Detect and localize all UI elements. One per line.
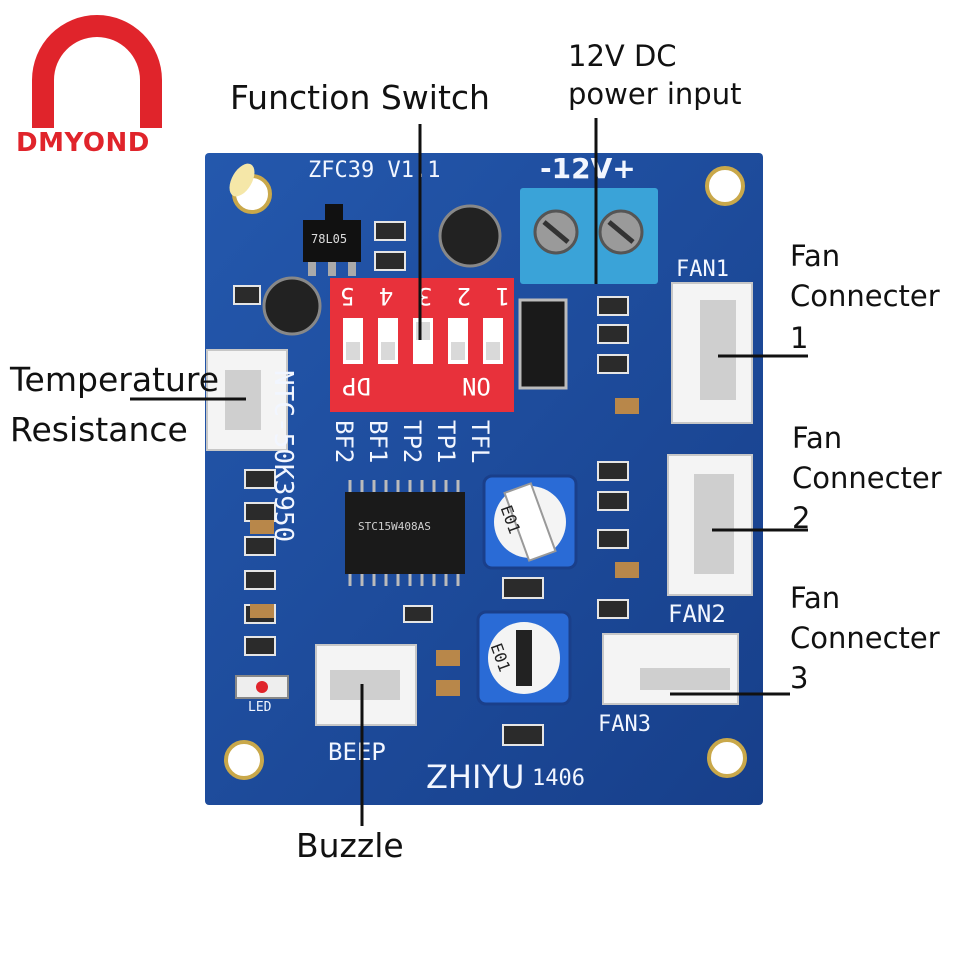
- fan3-annotation-line3: 3: [790, 661, 809, 695]
- buzzle-annotation: Buzzle: [296, 826, 404, 865]
- ntc-label: NTC-50K3950: [268, 370, 298, 543]
- led-silk-label: LED: [248, 700, 272, 715]
- fan1-annotation-line2: Connecter: [790, 279, 940, 313]
- regulator-label: 78L05: [311, 232, 348, 246]
- dip-switch: [330, 278, 514, 412]
- voltage-regulator: [303, 204, 361, 276]
- dip-dp-label: DP: [342, 372, 371, 400]
- brand-name: DMYOND: [16, 128, 150, 158]
- dip-function-label: TP1: [432, 420, 460, 464]
- fan1-annotation-line1: Fan: [790, 239, 841, 273]
- brand-logo-icon: [32, 15, 162, 128]
- fan2-annotation-line2: Connecter: [792, 461, 942, 495]
- temperature-annotation-line1: Temperature: [10, 360, 220, 399]
- dip-function-labels: TFL TP1 TP2 BF1 BF2: [328, 420, 496, 463]
- dip-function-label: TFL: [466, 420, 494, 464]
- microcontroller: [345, 480, 465, 586]
- temperature-annotation-line2: Resistance: [10, 410, 188, 449]
- maker-label: ZHIYU: [426, 758, 525, 796]
- chip-marking: STC15W408AS: [358, 520, 431, 533]
- potentiometers: [476, 474, 578, 706]
- dip-number: 2: [456, 282, 472, 310]
- power-annotation-line2: power input: [568, 77, 742, 111]
- dip-number: 4: [378, 282, 394, 310]
- dip-function-label: BF1: [364, 420, 392, 464]
- fan3-annotation-line2: Connecter: [790, 621, 940, 655]
- electrolytic-capacitors: [262, 204, 502, 336]
- dip-on-label: ON: [462, 372, 491, 400]
- function-switch-annotation: Function Switch: [230, 78, 490, 117]
- fan3-annotation-line1: Fan: [790, 581, 841, 615]
- date-code-label: 1406: [532, 766, 585, 791]
- fan1-silk-label: FAN1: [676, 257, 729, 282]
- fan2-annotation-line3: 2: [792, 501, 811, 535]
- dip-function-label: BF2: [330, 420, 358, 464]
- dip-number: 1: [495, 282, 510, 310]
- smd-resistors: [233, 221, 629, 746]
- dip-function-label: TP2: [398, 420, 426, 464]
- dip-number: 5: [340, 282, 355, 310]
- diode: [518, 298, 568, 390]
- power-polarity-label: -12V+: [540, 152, 636, 185]
- screw-terminal: [520, 188, 658, 284]
- fan2-annotation-line1: Fan: [792, 421, 843, 455]
- dip-numbers: 1 2 3 4 5: [340, 282, 510, 310]
- power-annotation-line1: 12V DC: [568, 39, 677, 73]
- board-model-label: ZFC39 V1.1: [308, 158, 441, 183]
- dip-number: 3: [417, 282, 433, 310]
- fan2-silk-label: FAN2: [668, 600, 726, 628]
- fan3-silk-label: FAN3: [598, 712, 651, 737]
- beep-silk-label: BEEP: [328, 738, 386, 766]
- fan1-annotation-line3: 1: [790, 321, 809, 355]
